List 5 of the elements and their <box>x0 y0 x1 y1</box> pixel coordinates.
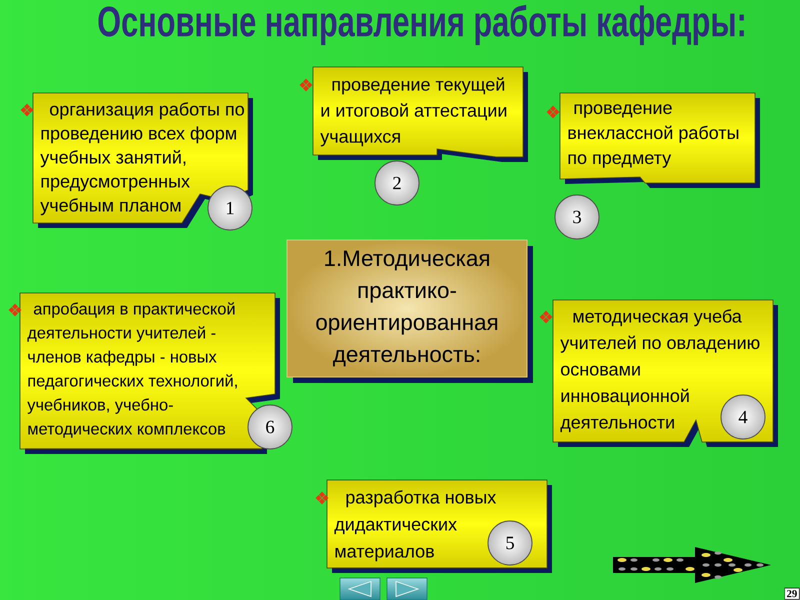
callout-box: проведение текущей и итоговой аттестации учащихся <box>312 66 528 162</box>
callout-box: проведение внеклассной работы по предмету <box>560 92 760 188</box>
title: Основные направления работы кафедры: <box>98 4 744 46</box>
page-number: 29 <box>784 588 800 600</box>
topic-box: 1.Методическая практико-ориентированная деятельность: <box>286 239 533 383</box>
